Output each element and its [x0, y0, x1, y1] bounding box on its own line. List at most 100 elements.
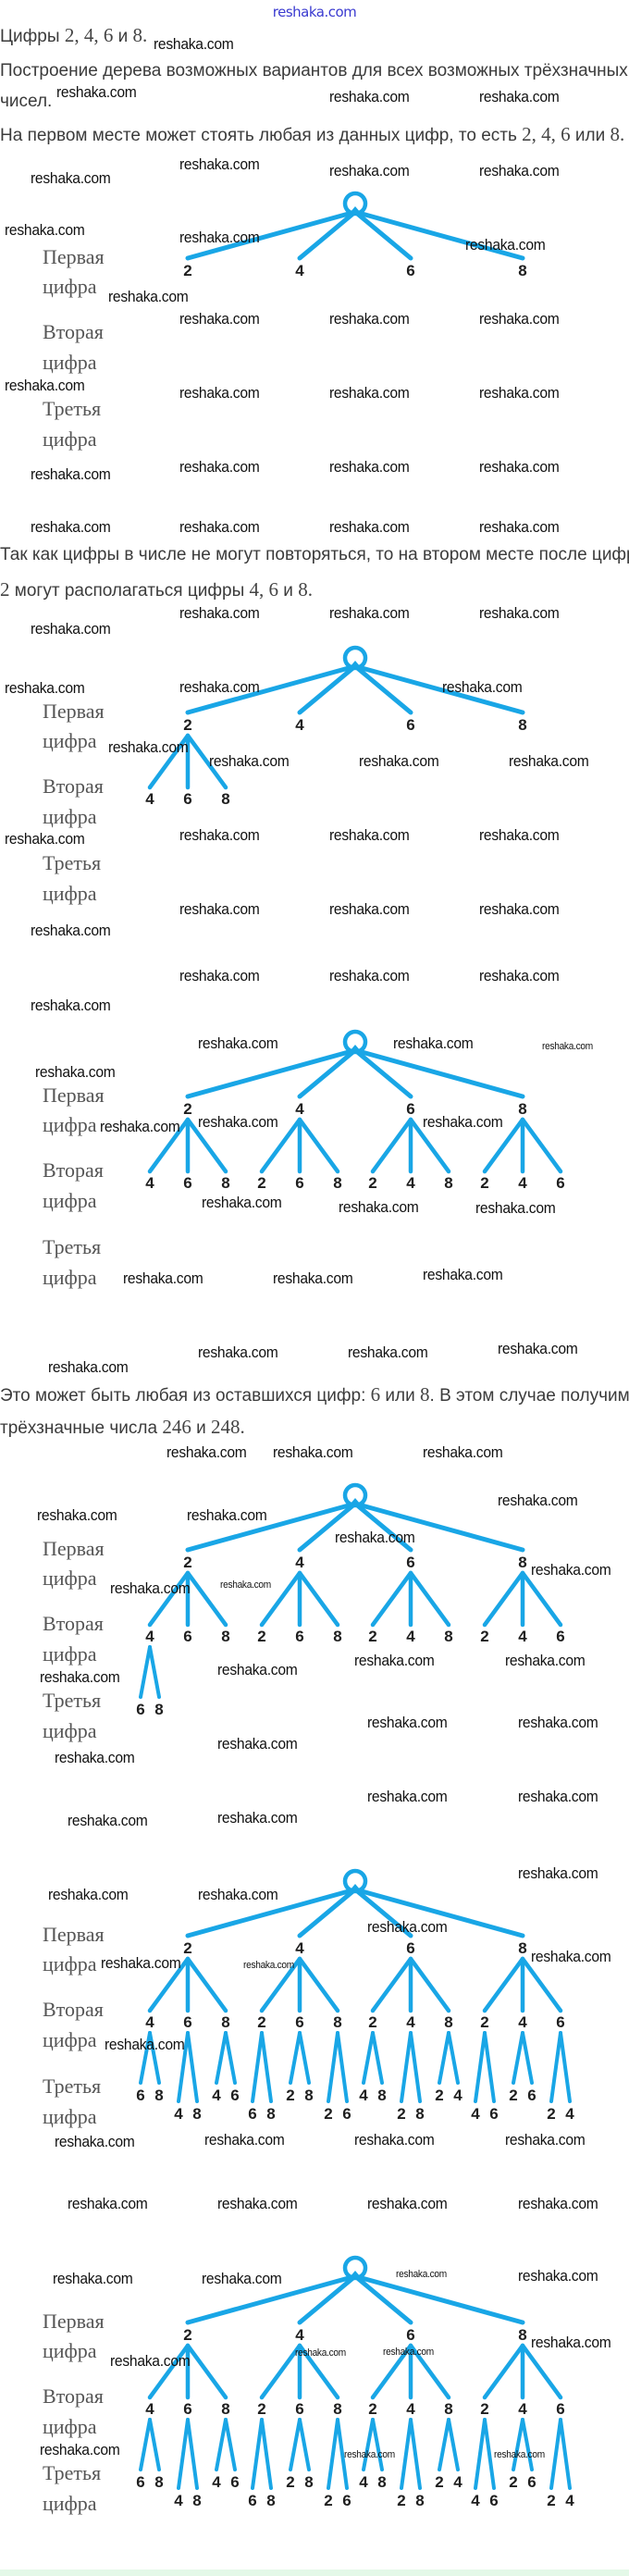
watermark-text: reshaka.com	[187, 1506, 267, 1524]
digit-node: 4	[212, 2473, 221, 2491]
footer-band	[0, 2570, 629, 2576]
level-label: Третья	[43, 851, 102, 874]
branch-line	[408, 2343, 451, 2400]
branch-line	[352, 1501, 413, 1553]
watermark-text: reshaka.com	[359, 752, 439, 770]
level-label: Вторая	[43, 2384, 104, 2408]
digit-node: 8	[304, 2087, 313, 2104]
level-label: цифра	[43, 2492, 97, 2515]
branch-line	[400, 2031, 413, 2103]
watermark-text: reshaka.com	[531, 2334, 611, 2351]
branch-line	[185, 1570, 228, 1628]
digit-node: 4	[359, 2087, 368, 2104]
level-label: цифра	[43, 729, 97, 752]
digit-node: 6	[136, 2473, 144, 2491]
watermark-text: reshaka.com	[479, 518, 560, 536]
branch-line	[482, 1117, 525, 1174]
digit-node: 6	[248, 2105, 256, 2123]
digit-node: 8	[304, 2473, 313, 2491]
digit-node: 6	[183, 2013, 191, 2031]
level-label: цифра	[43, 1719, 97, 1742]
watermark-text: reshaka.com	[479, 826, 560, 844]
level-label: цифра	[43, 2339, 97, 2362]
digit-node: 4	[145, 1628, 154, 1645]
math: 8	[420, 1383, 430, 1406]
math: 248.	[211, 1416, 245, 1438]
digit-node: 6	[342, 2492, 351, 2509]
branch-line	[483, 2031, 496, 2103]
text: могут располагаться цифры	[9, 581, 250, 601]
branch-line	[352, 1047, 413, 1099]
digit-node: 6	[295, 2400, 303, 2418]
branch-line	[147, 733, 191, 790]
branch-line	[139, 2031, 152, 2085]
digit-node: 6	[295, 1628, 303, 1645]
text: и	[278, 581, 299, 601]
branch-line	[370, 1956, 413, 2013]
digit-node: 8	[444, 2400, 452, 2418]
text: Построение дерева возможных вариантов дл…	[0, 61, 628, 80]
digit-node: 6	[556, 2400, 564, 2418]
watermark-text: reshaka.com	[329, 900, 410, 918]
site-link[interactable]: reshaka.com	[272, 4, 357, 20]
branch-line	[259, 1956, 302, 2013]
branch-line	[327, 2418, 339, 2490]
digit-node: 4	[295, 1554, 304, 1571]
watermark-text: reshaka.com	[273, 1443, 353, 1461]
watermark-text: reshaka.com	[518, 1864, 598, 1882]
digit-node: 8	[518, 1100, 526, 1118]
watermark-text: reshaka.com	[154, 35, 234, 53]
math: 8.	[132, 24, 148, 46]
branch-line	[185, 1117, 228, 1174]
text: . В этом случае получим	[429, 1386, 629, 1406]
digit-node: 8	[266, 2492, 275, 2509]
text: Это может быть любая из оставшихся цифр:	[0, 1386, 371, 1406]
text-result-numbers: трёхзначные числа 246 и 248.	[0, 1416, 245, 1440]
branch-line	[512, 2031, 524, 2085]
math: 4, 6	[249, 578, 279, 601]
watermark-text: reshaka.com	[479, 88, 560, 105]
digit-node: 2	[368, 1174, 376, 1192]
digit-node: 8	[154, 2473, 163, 2491]
branch-line	[297, 209, 358, 261]
branch-line	[147, 2343, 191, 2400]
branch-line	[185, 1887, 358, 1938]
digit-node: 6	[230, 2087, 239, 2104]
level-label: Вторая	[43, 1158, 104, 1182]
watermark-text: reshaka.com	[383, 2347, 434, 2358]
branch-line	[298, 2031, 311, 2085]
level-label: Третья	[43, 1689, 102, 1712]
watermark-text: reshaka.com	[48, 1358, 129, 1376]
digit-node: 4	[406, 2400, 415, 2418]
watermark-text: reshaka.com	[518, 1714, 598, 1731]
branch-line	[352, 2273, 413, 2325]
digit-node: 6	[183, 1628, 191, 1645]
digit-node: 2	[183, 2326, 191, 2344]
branch-line	[185, 1956, 228, 2013]
branch-line	[362, 2418, 375, 2471]
branch-line	[259, 1570, 302, 1628]
text: или	[380, 1386, 421, 1406]
branch-line	[147, 1117, 191, 1174]
branch-line	[520, 1570, 563, 1628]
level-label: цифра	[43, 805, 97, 828]
digit-node: 4	[518, 1628, 527, 1645]
watermark-text: reshaka.com	[5, 679, 85, 697]
watermark-text: reshaka.com	[31, 518, 111, 536]
text: чисел.	[0, 92, 53, 111]
watermark-text: reshaka.com	[179, 458, 260, 476]
branch-line	[482, 2343, 525, 2400]
digit-node: 4	[406, 2013, 415, 2031]
branch-line	[336, 2031, 349, 2103]
level-label: цифра	[43, 882, 97, 905]
text: или	[570, 126, 610, 145]
digit-node: 2	[257, 1628, 265, 1645]
digit-node: 6	[136, 1701, 144, 1718]
branch-line	[259, 1117, 302, 1174]
digit-node: 6	[489, 2492, 498, 2509]
watermark-text: reshaka.com	[40, 2441, 120, 2458]
branch-line	[215, 2418, 228, 2471]
digit-node: 6	[556, 1628, 564, 1645]
digit-node: 2	[183, 1939, 191, 1957]
text-tree-intro: Построение дерева возможных вариантов дл…	[0, 60, 628, 82]
